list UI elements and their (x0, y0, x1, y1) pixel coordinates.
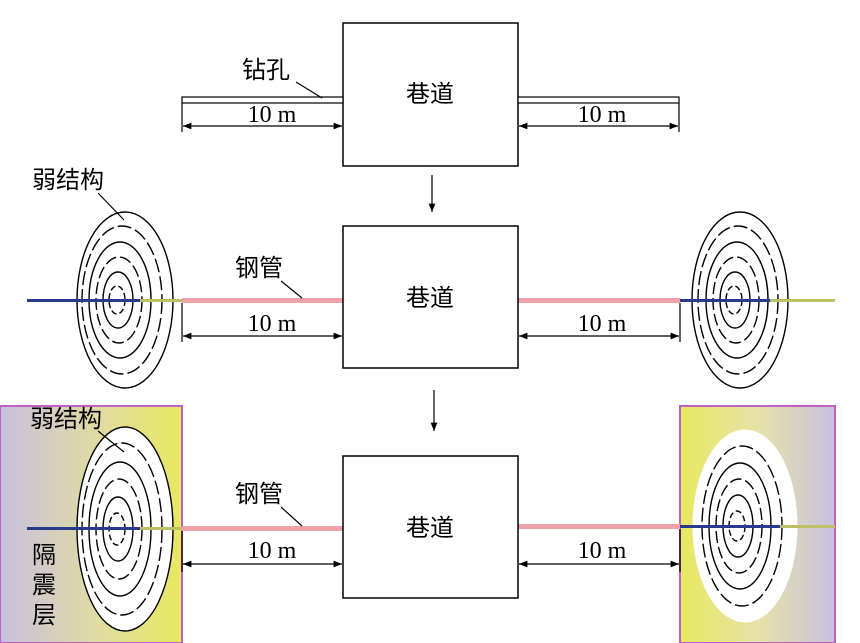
pipe-yellow-tip-left (140, 527, 182, 530)
steel-pipe-label: 钢管 (235, 480, 283, 508)
pipe-yellow-tip-left (140, 299, 182, 302)
tunnel-label: 巷道 (406, 284, 454, 312)
pipe-inner-right (680, 299, 835, 302)
distance-label-left: 10 m (248, 102, 297, 128)
pipe-yellow-tip-right (780, 525, 835, 528)
distance-label-right: 10 m (578, 102, 627, 128)
steel-pipe-left (182, 298, 343, 303)
tunnel-label: 巷道 (406, 80, 454, 108)
steel-pipe-right (518, 298, 680, 303)
weak-structure-leader-line (97, 192, 125, 221)
pipe-yellow-tip-right (770, 299, 835, 302)
distance-label-left: 10 m (248, 538, 297, 564)
isolation-layer-label-char-2: 震 (32, 571, 56, 599)
steel-pipe-leader-line (280, 280, 303, 299)
steel-pipe-label: 钢管 (235, 254, 283, 282)
steel-pipe-leader-line (280, 506, 303, 527)
distance-label-left: 10 m (248, 311, 297, 337)
weak-structure-label: 弱结构 (30, 405, 102, 433)
weak-structure-label: 弱结构 (32, 166, 104, 194)
tunnel-box (342, 455, 519, 599)
weak-structure-leader-line (97, 430, 125, 453)
isolation-layer-label-char-1: 隔 (32, 541, 56, 569)
distance-label-right: 10 m (578, 538, 627, 564)
stage-3: 巷道 弱结构 隔 震 层 钢管 10 m 10 m (0, 405, 836, 643)
steel-pipe-right (518, 524, 680, 529)
isolation-layer-label-char-3: 层 (32, 601, 56, 629)
steel-pipe-left (182, 526, 343, 531)
tunnel-box (342, 22, 519, 167)
borehole-label: 钻孔 (242, 56, 290, 84)
borehole-leader-line (295, 81, 323, 99)
pipe-inner-right (680, 525, 835, 528)
borehole-right (517, 96, 680, 104)
tunnel-box (342, 225, 519, 369)
stage-2: 巷道 弱结构 钢管 10 m 10 m (27, 166, 835, 389)
stage-1: 巷道 钻孔 10 m 10 m (181, 22, 680, 167)
distance-label-right: 10 m (578, 311, 627, 337)
tunnel-label: 巷道 (406, 514, 454, 542)
pipe-inner-left (27, 527, 182, 530)
pipe-inner-left (27, 299, 182, 302)
borehole-left (181, 96, 344, 104)
